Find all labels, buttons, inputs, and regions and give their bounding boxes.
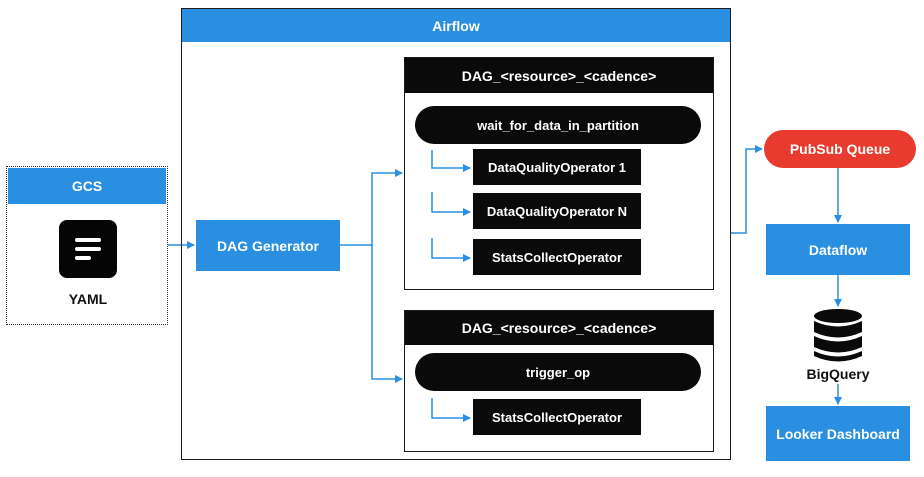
- arrow-trigger-to-stats2: [431, 398, 471, 422]
- dag-generator-box: DAG Generator: [196, 220, 340, 271]
- data-quality-operator-1: DataQualityOperator 1: [473, 149, 641, 185]
- arrow-wait-to-dqo1: [431, 150, 471, 172]
- bigquery-label: BigQuery: [806, 366, 870, 382]
- wait-for-data-task: wait_for_data_in_partition: [415, 106, 701, 144]
- gcs-container: [6, 166, 168, 325]
- airflow-container: [181, 8, 731, 460]
- database-icon: [814, 309, 862, 362]
- airflow-title: Airflow: [182, 9, 730, 42]
- dataflow-box: Dataflow: [766, 224, 910, 275]
- data-quality-operator-n: DataQualityOperator N: [473, 193, 641, 229]
- stats-collect-operator-2: StatsCollectOperator: [473, 399, 641, 435]
- dag-title-2: DAG_<resource>_<cadence>: [405, 311, 713, 345]
- gcs-title: GCS: [8, 168, 166, 204]
- dag-title-1: DAG_<resource>_<cadence>: [405, 58, 713, 93]
- arrow-airflow-to-pubsub: [731, 145, 763, 234]
- pubsub-queue: PubSub Queue: [764, 130, 916, 168]
- dag-box-1: [404, 57, 714, 290]
- arrow-generator-to-dag2: [371, 245, 403, 383]
- trigger-op-task: trigger_op: [415, 353, 701, 391]
- yaml-label: YAML: [68, 291, 108, 307]
- arrow-generator-to-dag1: [340, 169, 403, 246]
- document-icon: [59, 220, 117, 278]
- arrow-wait-to-dqon: [431, 192, 471, 216]
- stats-collect-operator-1: StatsCollectOperator: [473, 239, 641, 275]
- dag-box-2: [404, 310, 714, 452]
- looker-dashboard-box: Looker Dashboard: [766, 406, 910, 461]
- arrow-wait-to-stats1: [431, 238, 471, 262]
